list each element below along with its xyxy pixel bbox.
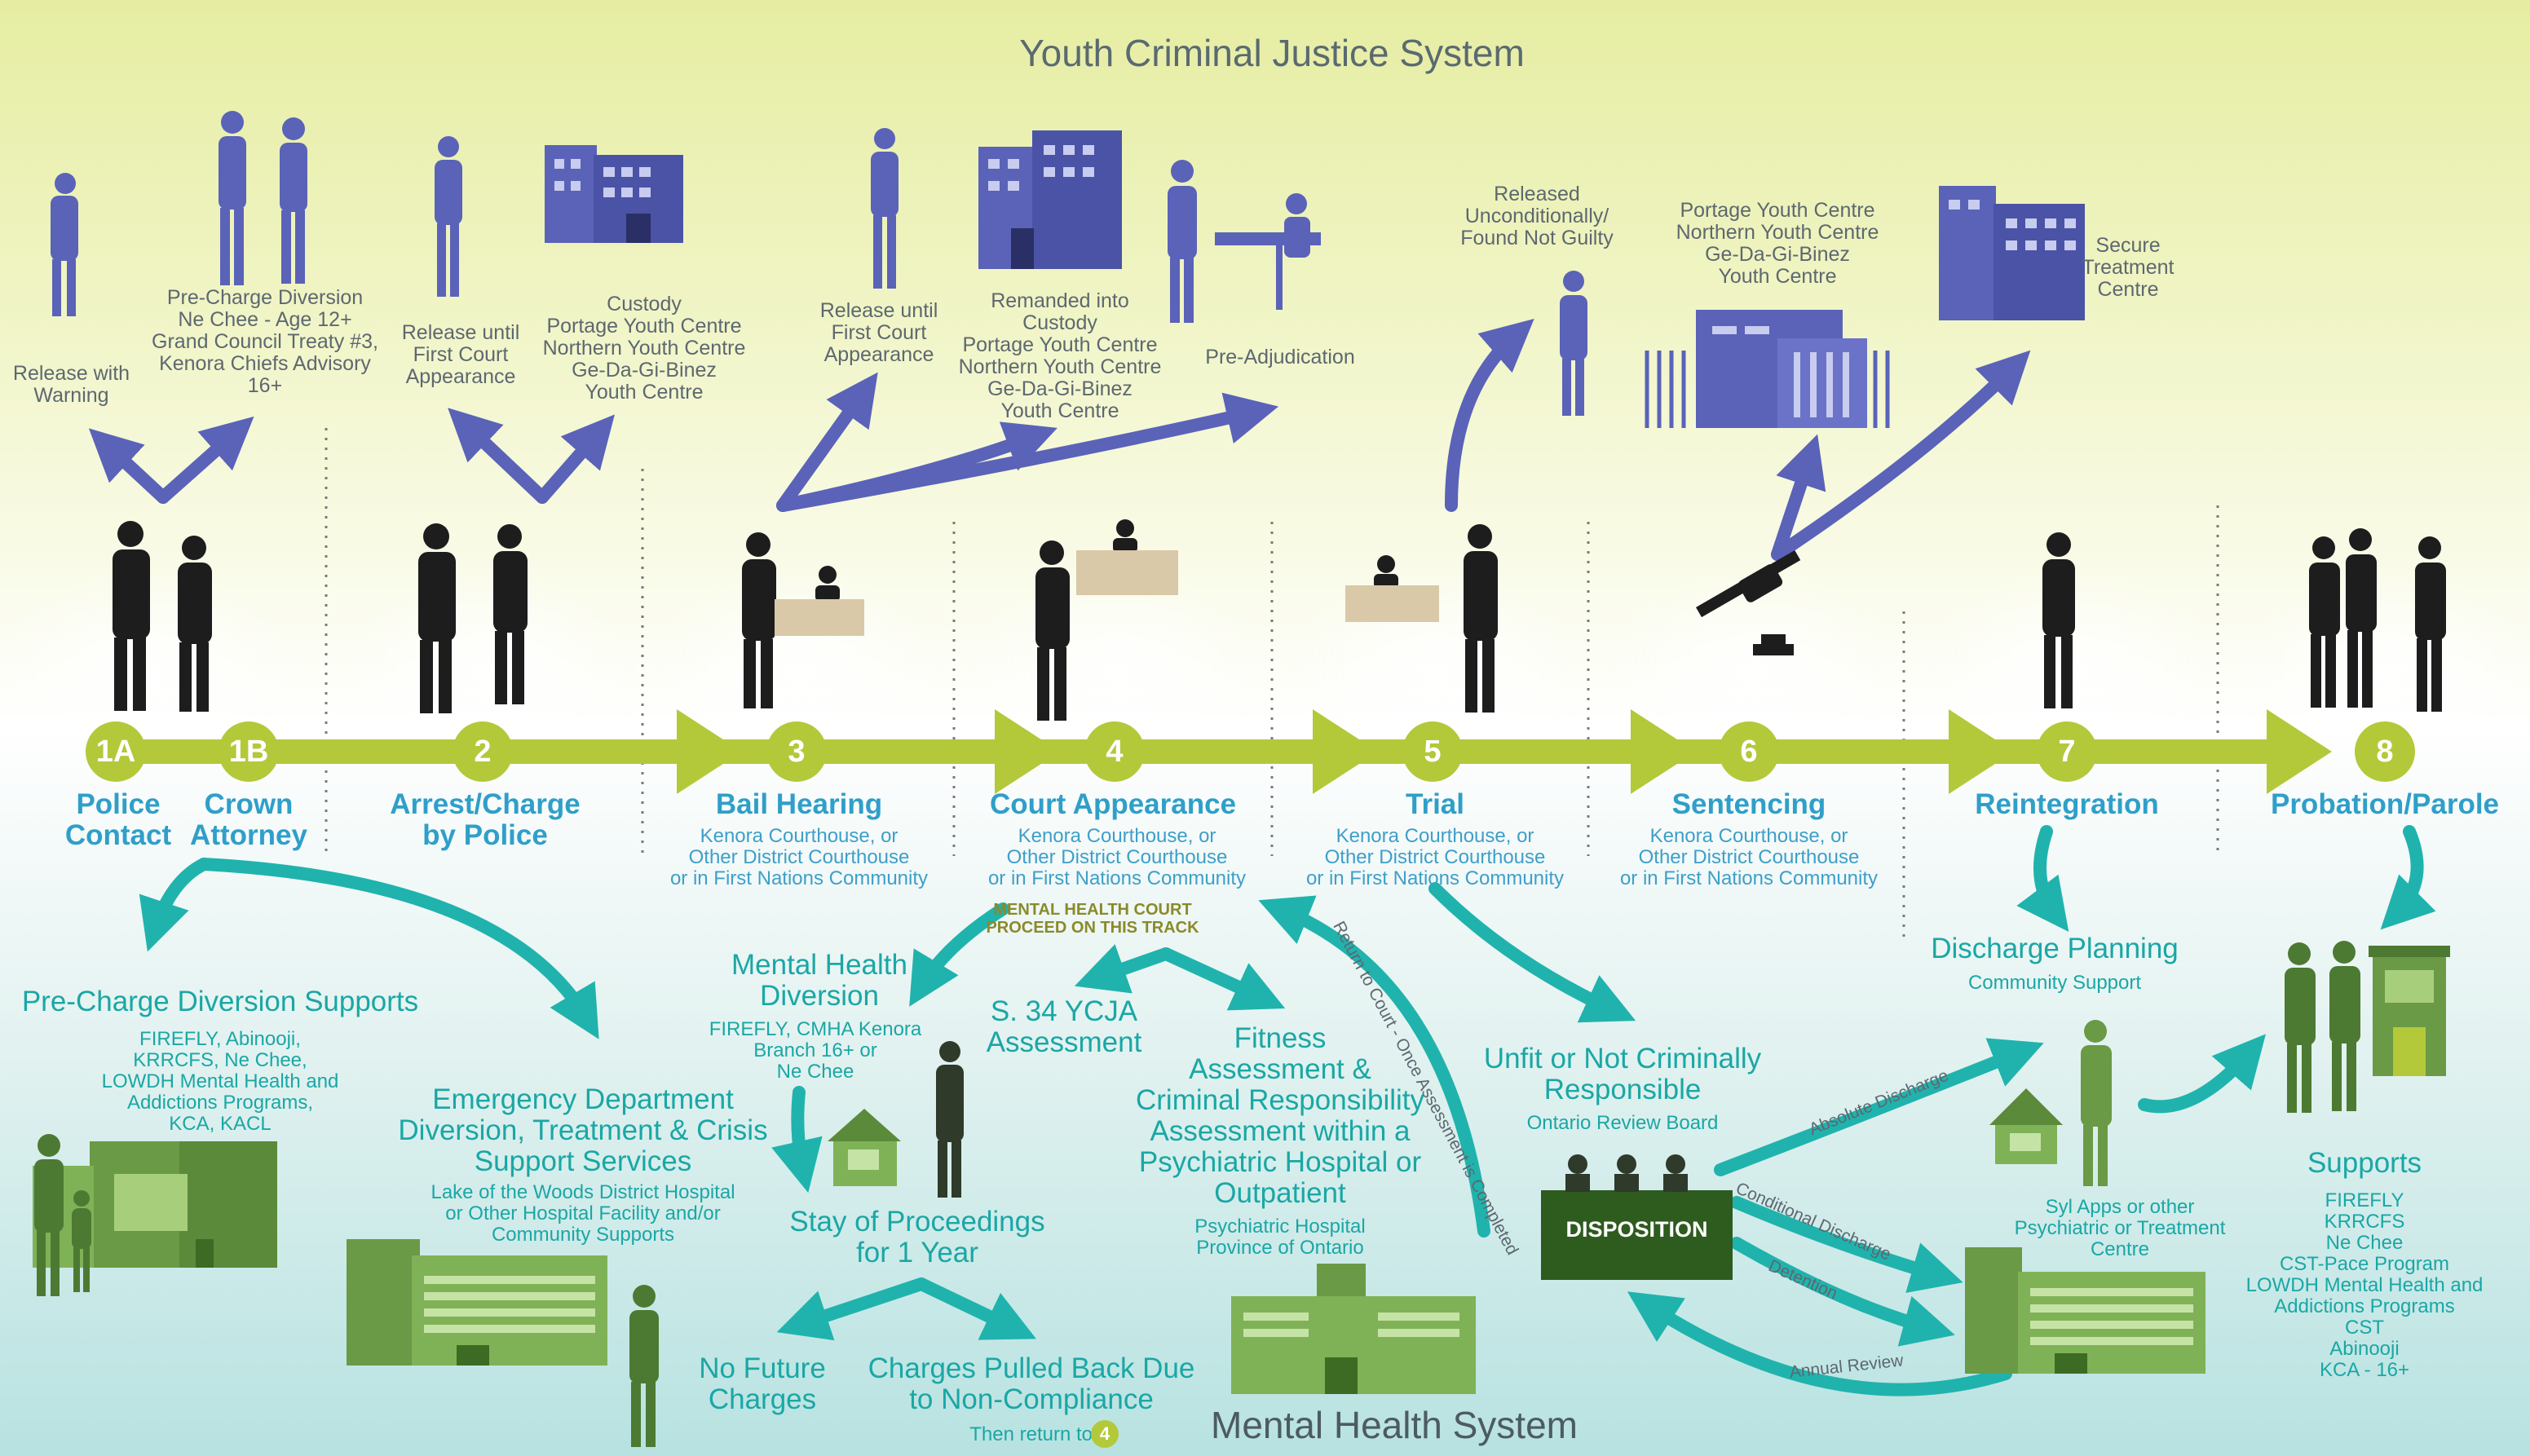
remand-building-icon — [978, 130, 1122, 269]
person-release-icon — [435, 136, 462, 297]
fitness-assessment: Fitness Assessment & Criminal Responsibi… — [1136, 1022, 1424, 1209]
court-appearance-icon — [1035, 519, 1137, 721]
discharge-worker-icon — [2081, 1020, 2112, 1186]
release-warning-label: Release with Warning — [12, 362, 130, 407]
stage-circle-3: 3 — [766, 721, 827, 782]
page-title: Youth Criminal Justice System — [1019, 32, 1525, 74]
no-future-charges: No Future Charges — [699, 1352, 826, 1415]
stage-circle-5: 5 — [1402, 721, 1463, 782]
bail-desk-icon — [775, 599, 864, 636]
emergency-diversion-sub: Lake of the Woods District Hospital or O… — [430, 1181, 735, 1246]
treatment-centre-icon — [1965, 1247, 2205, 1374]
stage-circle-1b: 1B — [219, 721, 279, 782]
release-first-court-label-2: Release until First Court Appearance — [819, 299, 938, 366]
supports-list: FIREFLY KRRCFS Ne Chee CST-Pace Program … — [2245, 1189, 2484, 1381]
stage-label-3: Bail Hearing — [715, 788, 883, 820]
youth-centre-building-icon — [1645, 310, 1890, 428]
disposition-label: DISPOSITION — [1565, 1217, 1708, 1242]
stage-label-7: Reintegration — [1975, 788, 2159, 820]
then-return-label: Then return to — [969, 1423, 1093, 1445]
stage-sub-5: Kenora Courthouse, or Other District Cou… — [1305, 825, 1565, 889]
supports-house-icon — [2369, 946, 2450, 1076]
stage-label-4: Court Appearance — [989, 788, 1237, 820]
fitness-sub: Psychiatric Hospital Province of Ontario — [1194, 1216, 1366, 1259]
police-contact-icon — [113, 521, 212, 712]
court-desk-icon — [1076, 550, 1178, 595]
probation-icon — [2309, 528, 2446, 712]
secure-treatment-label: Secure Treatment Centre — [2082, 234, 2175, 301]
mh-court-note: MENTAL HEALTH COURT PROCEED ON THIS TRAC… — [986, 901, 1199, 937]
syl-apps-label: Syl Apps or other Psychiatric or Treatme… — [2014, 1196, 2226, 1260]
pre-adjudication-icon — [1168, 160, 1321, 323]
custody-building-icon — [545, 145, 683, 243]
footer-title: Mental Health System — [1211, 1404, 1578, 1446]
s34-assessment: S. 34 YCJA Assessment — [986, 995, 1142, 1058]
released-unconditionally-label: Released Unconditionally/ Found Not Guil… — [1460, 183, 1614, 249]
review-board-label: Ontario Review Board — [1526, 1112, 1719, 1134]
charges-pulled-back: Charges Pulled Back Due to Non-Complianc… — [868, 1352, 1195, 1415]
youth-centres-label: Portage Youth Centre Northern Youth Cent… — [1676, 199, 1879, 288]
person-bail-release-icon — [871, 128, 899, 289]
trial-icon — [1374, 524, 1498, 713]
pre-charge-supports-title: Pre-Charge Diversion Supports — [21, 986, 419, 1017]
pre-adjudication-label: Pre-Adjudication — [1205, 346, 1355, 368]
stage-circle-4: 4 — [1084, 721, 1145, 782]
emergency-diversion-title: Emergency Department Diversion, Treatmen… — [398, 1083, 768, 1177]
discharge-planning-label: Discharge Planning — [1931, 933, 2179, 964]
reintegration-icon — [2042, 532, 2075, 708]
emergency-hospital-icon — [347, 1239, 607, 1366]
unfit-label: Unfit or Not Criminally Responsible — [1483, 1043, 1762, 1105]
worker-diversion-icon — [936, 1041, 964, 1198]
stage-circle-8: 8 — [2355, 721, 2415, 782]
disposition-board-icon — [1541, 1154, 1733, 1280]
stage-label-1b: Crown Attorney — [190, 788, 307, 851]
stage-label-6: Sentencing — [1671, 788, 1826, 820]
person-warning-icon — [51, 173, 78, 316]
trial-desk-icon — [1345, 585, 1439, 622]
pre-charge-diversion-label: Pre-Charge Diversion Ne Chee - Age 12+ G… — [152, 286, 378, 397]
supports-title: Supports — [2307, 1147, 2422, 1179]
house-community-icon — [1989, 1088, 2063, 1164]
bail-hearing-icon — [742, 532, 840, 708]
family-icon — [34, 1134, 91, 1296]
worker-emergency-icon — [629, 1285, 659, 1447]
secure-treatment-building-icon — [1939, 186, 2085, 320]
stage-label-8: Probation/Parole — [2270, 788, 2500, 820]
custody-label: Custody Portage Youth Centre Northern Yo… — [542, 293, 746, 404]
stage-label-2: Arrest/Charge by Police — [390, 788, 581, 851]
stay-of-proceedings: Stay of Proceedings for 1 Year — [789, 1206, 1045, 1268]
gavel-icon — [1696, 550, 1801, 655]
stage-circle-7: 7 — [2037, 721, 2097, 782]
remanded-label: Remanded into Custody Portage Youth Cent… — [958, 289, 1162, 422]
mh-diversion-title: Mental Health Diversion — [731, 949, 907, 1012]
person-released-icon — [1560, 271, 1587, 416]
arrest-icon — [418, 523, 528, 713]
pre-charge-supports-list: FIREFLY, Abinooji, KRRCFS, Ne Chee, LOWD… — [101, 1028, 339, 1135]
community-support-label: Community Support — [1967, 972, 2142, 994]
stage-circle-6: 6 — [1719, 721, 1779, 782]
officer-youth-icon — [219, 111, 307, 285]
hospital-left-icon — [33, 1141, 277, 1268]
psychiatric-hospital-icon — [1231, 1264, 1476, 1394]
stage-sub-3: Kenora Courthouse, or Other District Cou… — [669, 825, 929, 889]
release-first-court-label-1: Release until First Court Appearance — [401, 321, 520, 388]
stage-sub-6: Kenora Courthouse, or Other District Cou… — [1619, 825, 1879, 889]
stage-label-5: Trial — [1406, 788, 1464, 820]
stage-label-1a: Police Contact — [64, 788, 172, 851]
house-diversion-icon — [828, 1109, 901, 1186]
stage-circle-2: 2 — [453, 721, 513, 782]
supports-people-icon — [2285, 941, 2360, 1113]
mh-diversion-sub: FIREFLY, CMHA Kenora Branch 16+ or Ne Ch… — [709, 1018, 922, 1083]
stage-circle-1a: 1A — [86, 721, 146, 782]
stage-sub-4: Kenora Courthouse, or Other District Cou… — [987, 825, 1247, 889]
return-step-circle: 4 — [1091, 1420, 1119, 1448]
